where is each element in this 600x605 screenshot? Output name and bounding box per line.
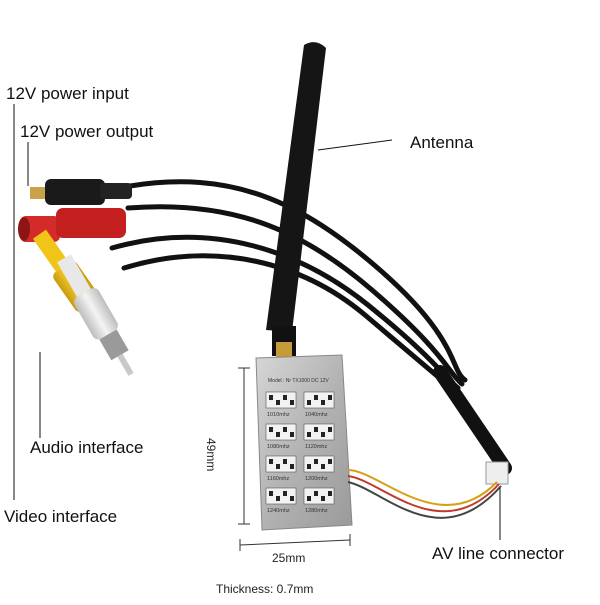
- audio-rca-plug: [57, 254, 134, 376]
- dip-switch: [265, 487, 297, 505]
- dip-switch-lever: [290, 400, 294, 405]
- dip-switch-lever: [283, 427, 287, 432]
- label-antenna: Antenna: [410, 133, 474, 152]
- dimension-width: 25mm: [272, 551, 306, 565]
- channel-label: 1160mhz: [267, 476, 289, 482]
- dip-switch-lever: [328, 459, 332, 464]
- dip-switch-lever: [276, 464, 280, 469]
- model-text: Model : Nr TX1000 DC 12V: [268, 378, 329, 384]
- dip-switch-lever: [269, 491, 273, 496]
- dip-switch-lever: [269, 459, 273, 464]
- channel-label: 1080mhz: [267, 444, 290, 450]
- leader-lines: [13, 104, 501, 540]
- dip-switch: [265, 423, 297, 441]
- dip-switch-lever: [283, 395, 287, 400]
- channel-label: 1240mhz: [267, 508, 290, 514]
- dip-switch: [303, 487, 335, 505]
- channel-label: 1200mhz: [305, 476, 328, 482]
- antenna: [266, 42, 326, 360]
- dip-switch-lever: [321, 464, 325, 469]
- dip-switch-lever: [328, 427, 332, 432]
- dip-switch-lever: [290, 496, 294, 501]
- dip-switch-lever: [290, 432, 294, 437]
- dip-switch: [265, 391, 297, 409]
- channel-label: 1120mhz: [305, 444, 327, 450]
- label-power-input: 12V power input: [6, 84, 129, 103]
- dip-switch-lever: [321, 432, 325, 437]
- dip-switch-lever: [314, 427, 318, 432]
- dip-switch-lever: [276, 496, 280, 501]
- channel-label: 1010mhz: [267, 412, 290, 418]
- dip-switch-lever: [307, 400, 311, 405]
- dip-switch-lever: [321, 400, 325, 405]
- power-output-plug: [18, 208, 126, 242]
- dip-switch-lever: [314, 491, 318, 496]
- dip-switch-lever: [283, 491, 287, 496]
- dip-switch-lever: [269, 395, 273, 400]
- label-av-line-connector: AV line connector: [432, 544, 564, 563]
- dip-switch: [265, 455, 297, 473]
- av-connector: [347, 365, 512, 519]
- dip-switch-lever: [321, 496, 325, 501]
- dip-switch-lever: [276, 400, 280, 405]
- dip-switch-lever: [307, 496, 311, 501]
- dip-switch-lever: [314, 459, 318, 464]
- dip-switch-lever: [328, 491, 332, 496]
- dip-switch-lever: [307, 432, 311, 437]
- dimension-height: 49mm: [204, 438, 218, 472]
- dimension-lines: [238, 367, 351, 551]
- dip-switch-lever: [290, 464, 294, 469]
- dip-switch-lever: [307, 464, 311, 469]
- dimension-thickness: Thickness: 0.7mm: [216, 582, 314, 596]
- label-power-output: 12V power output: [20, 122, 154, 141]
- channel-label: 1280mhz: [305, 508, 328, 514]
- label-audio-interface: Audio interface: [30, 438, 144, 457]
- dip-switch: [303, 423, 335, 441]
- dip-switch-grid: 1010mhz 1040mhz 1080mhz 1120mhz 1160mhz 1200m…: [265, 391, 335, 514]
- label-video-interface: Video interface: [4, 507, 118, 526]
- dip-switch-lever: [328, 395, 332, 400]
- channel-label: 1040mhz: [305, 412, 328, 418]
- dip-switch-lever: [276, 432, 280, 437]
- dip-switch: [303, 391, 335, 409]
- power-input-plug: [30, 179, 132, 205]
- dip-switch-lever: [314, 395, 318, 400]
- dip-switch-lever: [269, 427, 273, 432]
- dip-switch-lever: [283, 459, 287, 464]
- dip-switch: [303, 455, 335, 473]
